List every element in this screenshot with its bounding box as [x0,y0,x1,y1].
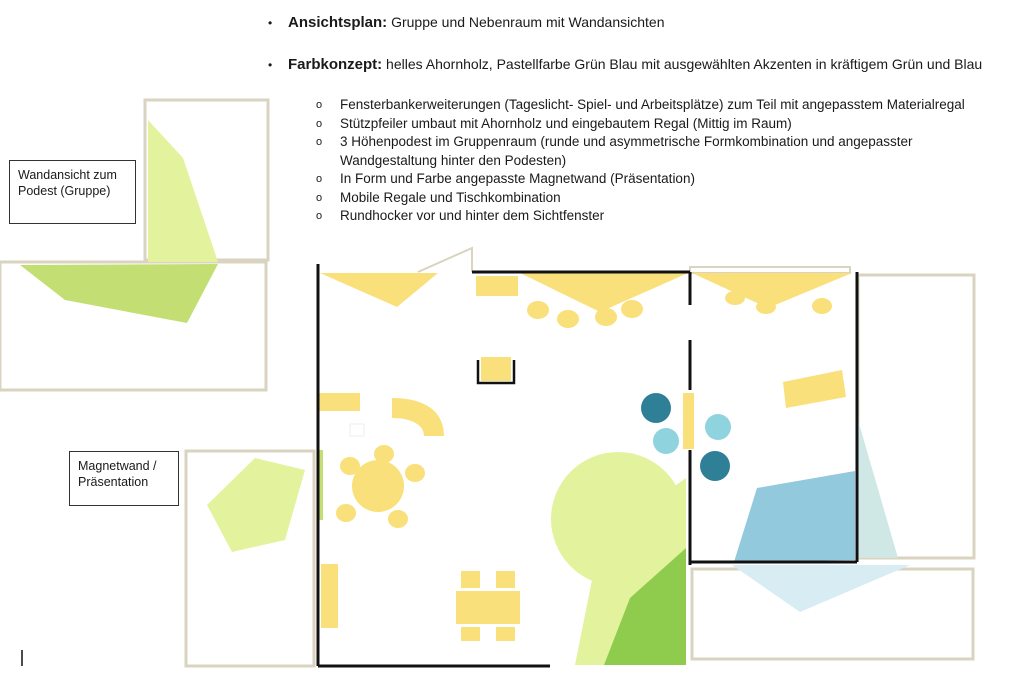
stool [812,298,832,314]
magnet-wall-label: Magnetwand / Präsentation [69,451,179,506]
bottom-wall-light-blue [732,565,910,612]
bullet-glyph: • [268,16,273,30]
window-bench-right [692,273,852,308]
round-stool-light [653,428,679,454]
walls [316,264,859,668]
table-rect [456,591,520,624]
window-strip [689,266,851,274]
stool [595,308,617,326]
list-item-text: In Form und Farbe angepasste Magnetwand … [340,171,695,186]
magnet-wall-marker [318,450,323,520]
door-swing-line [417,246,473,273]
mobile-shelf-left [321,564,338,628]
chair [496,627,515,641]
list-item-text: Mobile Regale und Tischkombination [340,189,561,205]
list-bullet: o [316,136,323,148]
header-bold-label: Ansichtsplan: [288,14,388,31]
wall-view-frame-lower [0,260,268,392]
magnet-wall-pentagon [207,458,305,552]
wall-view-label: Wandansicht zum Podest (Gruppe) [9,160,136,224]
list-item-text: Rundhocker vor und hinter dem Sichtfenst… [340,208,605,223]
chair [340,457,360,475]
round-table [352,460,404,512]
header-text: Gruppe und Nebenraum mit Wandansichten [387,14,665,30]
round-stool-dark [700,451,730,481]
list-item: o Mobile Regale und Tischkombination [316,189,1016,208]
chair [461,627,480,641]
header-item-farbkonzept: • Farbkonzept: helles Ahornholz, Pastellf… [268,56,982,73]
shelf-left [318,393,360,411]
list-bullet: o [316,173,323,185]
list-bullet: o [316,210,323,222]
chair [374,445,394,463]
feature-list: o Fensterbankerweiterungen (Tageslicht- S… [316,96,1016,226]
pillar-shelf [481,357,511,381]
window-bench-middle [520,273,688,312]
stool [621,300,643,318]
window-shelf [683,393,694,449]
list-item: o Fensterbankerweiterungen (Tageslicht- S… [316,96,1016,115]
round-stool-light [705,414,731,440]
mobile-shelf-side [783,370,846,408]
pillar-outline [476,360,516,385]
chair [336,504,356,522]
accent-podest [604,548,686,665]
header-item-ansichtsplan: • Ansichtsplan: Gruppe und Nebenraum mit … [268,14,665,31]
small-white-box [349,423,365,437]
list-item-text: Fensterbankerweiterungen (Tageslicht- Sp… [340,97,965,112]
stool [725,291,745,305]
shelf-block-top [476,276,518,296]
side-room-podest [734,471,855,562]
header-text: helles Ahornholz, Pastellfarbe Grün Blau… [382,56,983,72]
chair [461,571,480,588]
list-item-text: 3 Höhenpodest im Gruppenraum (runde und … [340,134,913,168]
stool [756,300,776,314]
chair [405,464,425,482]
window-bench-left [320,273,438,307]
list-bullet: o [316,117,323,130]
right-wall-light-shape [858,420,898,558]
magnet-wall-frame [184,449,316,668]
chair [496,571,515,588]
stool [527,301,549,319]
list-item: o In Form und Farbe angepasste Magnetwand… [316,170,1016,189]
curved-shelf [392,398,444,436]
podest-wall-shape-green [20,264,218,323]
list-item-text: Stützpfeiler umbaut mit Ahornholz und ei… [340,115,792,131]
list-bullet: o [316,99,323,111]
list-item: o Stützpfeiler umbaut mit Ahornholz und e… [316,115,1016,134]
header-bold-label: Farbkonzept: [288,56,383,73]
list-bullet: o [316,191,323,204]
round-stool-dark [641,393,671,423]
podest-wall-shape-pastel [148,120,218,262]
stool [557,310,579,328]
bullet-glyph: • [268,58,273,72]
list-item: o Rundhocker vor und hinter dem Sichtfens… [316,207,1016,226]
chair [388,510,408,528]
list-item: o 3 Höhenpodest im Gruppenraum (runde und… [316,133,980,170]
